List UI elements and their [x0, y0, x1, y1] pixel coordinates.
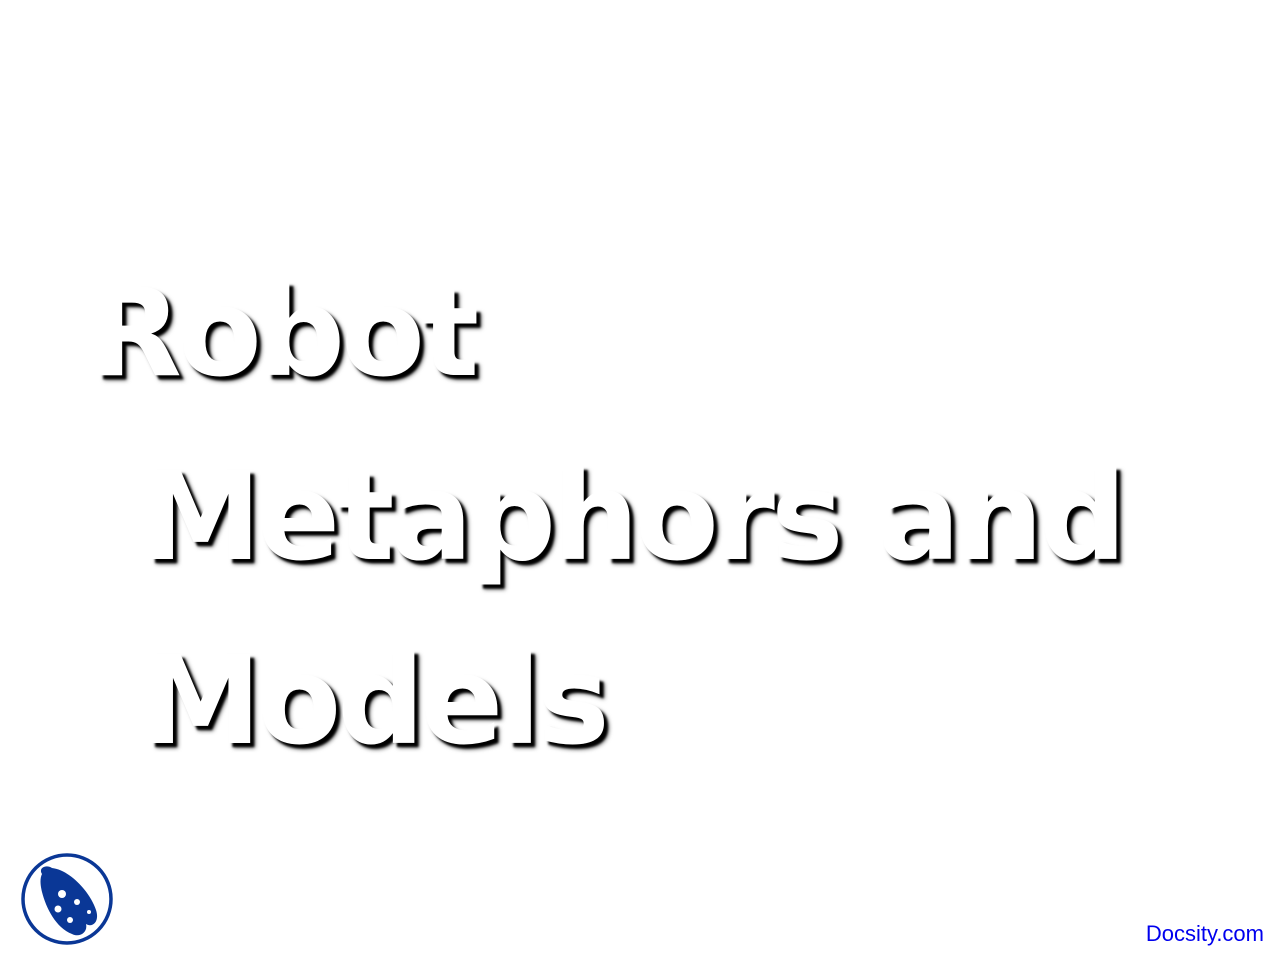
title-line-2: Metaphors and — [140, 446, 1127, 588]
docsity-logo-icon — [20, 852, 114, 946]
title-line-3: Models — [140, 630, 610, 772]
title-line-1: Robot — [88, 262, 479, 404]
docsity-link[interactable]: Docsity.com — [1145, 921, 1264, 946]
